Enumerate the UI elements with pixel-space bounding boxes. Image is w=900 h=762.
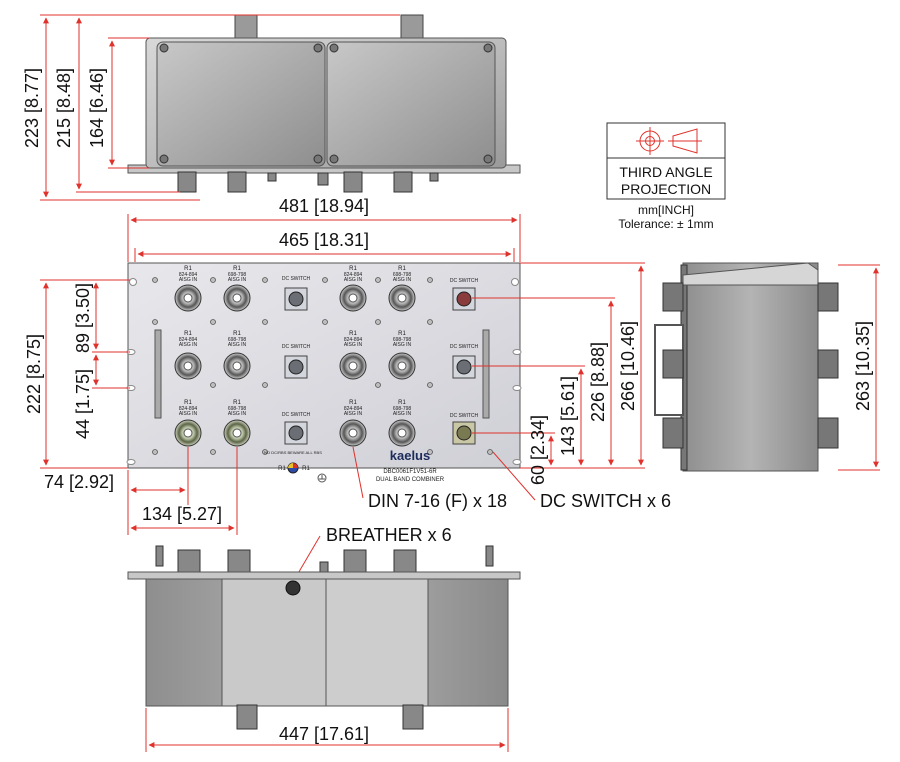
- projection-line2: PROJECTION: [621, 181, 711, 197]
- svg-text:698-798: 698-798: [228, 272, 247, 278]
- front-right-dimensions: 60 [2.34] 143 [5.61] 226 [8.88] 266 [10.…: [472, 262, 645, 485]
- dim-front-spacing-44: 44 [1.75]: [73, 369, 93, 439]
- side-view: 263 [10.35]: [654, 262, 880, 472]
- dim-front-height: 222 [8.75]: [24, 334, 44, 414]
- dim-bottom-width: 447 [17.61]: [279, 724, 369, 744]
- svg-text:R1: R1: [349, 400, 357, 406]
- svg-text:AISG IN: AISG IN: [393, 342, 412, 348]
- svg-text:698-798: 698-798: [228, 406, 247, 412]
- svg-text:AISG IN: AISG IN: [344, 411, 363, 417]
- model-description: DUAL BAND COMBINER: [376, 477, 445, 483]
- svg-text:AISG IN: AISG IN: [179, 277, 198, 283]
- svg-text:R1: R1: [184, 331, 192, 337]
- svg-text:AISG IN: AISG IN: [393, 411, 412, 417]
- svg-text:R1: R1: [233, 266, 241, 272]
- dim-front-spacing-89: 89 [3.50]: [73, 283, 93, 353]
- bias-note: NO DC/RBS BEWARE ALL RBS: [264, 450, 322, 455]
- projection-symbol-icon: [636, 127, 702, 155]
- svg-text:R1: R1: [349, 331, 357, 337]
- breather-icon: [285, 580, 301, 596]
- svg-text:DC SWITCH: DC SWITCH: [282, 276, 311, 282]
- svg-text:R1: R1: [398, 266, 406, 272]
- svg-text:AISG IN: AISG IN: [344, 342, 363, 348]
- front-left-dimensions: 222 [8.75] 89 [3.50] 44 [1.75] 74 [2.92]…: [24, 279, 238, 535]
- top-view: [127, 14, 521, 193]
- dim-width-mount: 465 [18.31]: [279, 230, 369, 250]
- svg-text:DC SWITCH: DC SWITCH: [450, 344, 479, 350]
- dim-top-height-box: 164 [6.46]: [87, 68, 107, 148]
- svg-text:698-798: 698-798: [393, 337, 412, 343]
- dim-right-60: 60 [2.34]: [528, 415, 548, 485]
- svg-text:R1: R1: [398, 400, 406, 406]
- svg-text:824-894: 824-894: [344, 406, 363, 412]
- svg-text:824-894: 824-894: [179, 272, 198, 278]
- svg-text:R1: R1: [184, 266, 192, 272]
- svg-text:AISG IN: AISG IN: [344, 277, 363, 283]
- svg-text:824-894: 824-894: [344, 337, 363, 343]
- svg-text:DC SWITCH: DC SWITCH: [450, 413, 479, 419]
- top-view-dimensions: 223 [8.77] 215 [8.48] 164 [6.46]: [22, 14, 400, 201]
- connector-row-3: R1 824-894 AISG IN R1 698-798 AISG IN DC…: [174, 400, 479, 447]
- callout-dc-switch: DC SWITCH x 6: [540, 491, 671, 511]
- dim-right-226: 226 [8.88]: [588, 342, 608, 422]
- units-label: mm[INCH]: [638, 203, 694, 217]
- svg-text:AISG IN: AISG IN: [393, 277, 412, 283]
- bottom-view: 447 [17.61]: [127, 545, 521, 752]
- dim-side-height: 263 [10.35]: [853, 321, 873, 411]
- callout-breather: BREATHER x 6: [326, 525, 452, 545]
- dim-front-offset-74: 74 [2.92]: [44, 472, 114, 492]
- svg-text:R1: R1: [349, 266, 357, 272]
- width-dimensions: 481 [18.94] 465 [18.31]: [127, 196, 521, 262]
- svg-text:698-798: 698-798: [228, 337, 247, 343]
- svg-text:R1: R1: [398, 331, 406, 337]
- callout-din-connectors: DIN 7-16 (F) x 18: [368, 491, 507, 511]
- svg-text:824-894: 824-894: [179, 337, 198, 343]
- svg-text:R1: R1: [184, 400, 192, 406]
- svg-text:DC SWITCH: DC SWITCH: [282, 412, 311, 418]
- svg-text:698-798: 698-798: [393, 406, 412, 412]
- dim-right-143: 143 [5.61]: [558, 376, 578, 456]
- projection-line1: THIRD ANGLE: [619, 164, 712, 180]
- svg-text:AISG IN: AISG IN: [228, 342, 247, 348]
- dim-top-height-body: 215 [8.48]: [54, 68, 74, 148]
- svg-text:R1: R1: [233, 400, 241, 406]
- brand-logo: kaelus: [390, 448, 430, 463]
- connector-row-2: R1 824-894 AISG IN R1 698-798 AISG IN DC…: [174, 331, 479, 380]
- svg-text:824-894: 824-894: [179, 406, 198, 412]
- model-number: DBC0061F1V51-6R: [383, 469, 437, 475]
- front-panel: R1 824-894 AISG IN R1 698-798 AISG IN DC…: [126, 262, 522, 483]
- third-angle-projection-block: THIRD ANGLE PROJECTION mm[INCH] Toleranc…: [606, 122, 726, 231]
- dim-top-height-overall: 223 [8.77]: [22, 68, 42, 148]
- svg-text:DC SWITCH: DC SWITCH: [450, 278, 479, 284]
- svg-text:AISG IN: AISG IN: [228, 277, 247, 283]
- svg-text:R1: R1: [278, 466, 286, 472]
- svg-text:824-894: 824-894: [344, 272, 363, 278]
- svg-text:R1: R1: [302, 466, 310, 472]
- connector-row-1: R1 824-894 AISG IN R1 698-798 AISG IN DC…: [174, 266, 479, 312]
- tolerance-label: Tolerance: ± 1mm: [618, 217, 713, 231]
- svg-text:698-798: 698-798: [393, 272, 412, 278]
- callouts: DIN 7-16 (F) x 18 DC SWITCH x 6 BREATHER…: [292, 446, 671, 583]
- dim-right-266: 266 [10.46]: [618, 321, 638, 411]
- dim-front-offset-134: 134 [5.27]: [142, 504, 222, 524]
- dim-width-overall: 481 [18.94]: [279, 196, 369, 216]
- svg-text:AISG IN: AISG IN: [179, 411, 198, 417]
- svg-text:R1: R1: [233, 331, 241, 337]
- svg-text:AISG IN: AISG IN: [228, 411, 247, 417]
- svg-text:AISG IN: AISG IN: [179, 342, 198, 348]
- svg-text:DC SWITCH: DC SWITCH: [282, 344, 311, 350]
